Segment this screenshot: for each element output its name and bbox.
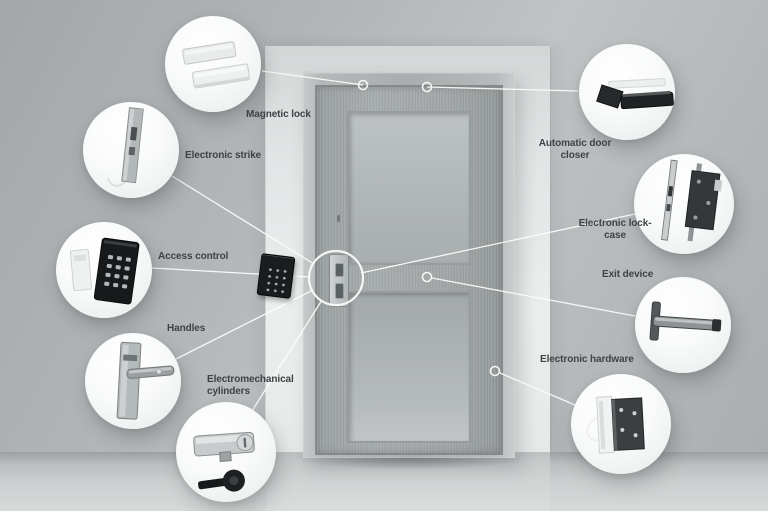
floor-highlight [266,452,550,511]
label-automatic-door-closer: Automatic door closer [538,138,612,161]
keypad-reader-icon [69,237,140,305]
door-handle-icon [116,341,175,420]
label-exit-device: Exit device [602,269,654,280]
line-door-closer [426,86,579,92]
callout-magnetic-lock [165,16,261,112]
callout-electronic-strike [83,102,179,198]
magnetic-lock-plates-icon [182,41,251,89]
line-lock-case [360,213,636,274]
wired-hinge-icon [586,395,645,454]
deadbolt-slot [335,283,344,299]
label-handles: Handles [167,323,206,334]
label-electronic-strike: Electronic strike [185,150,262,161]
lock-cylinder-key-icon [193,431,255,492]
line-exit-device [431,277,636,317]
label-magnetic-lock: Magnetic lock [246,109,311,120]
door-keyhole [337,215,340,222]
line-electronic-hardware [499,372,576,406]
callout-electronic-lock-case [634,154,734,254]
door-glass-top [347,111,471,265]
keypad-keys [263,264,289,295]
label-access-control: Access control [158,251,229,262]
callout-access-control [56,222,152,318]
door-glass-bottom [347,291,471,443]
label-electromechanical-cylinders: Electromechanical cylinders [207,374,294,397]
callout-handles [85,333,181,429]
label-electronic-hardware: Electronic hardware [540,354,634,365]
line-cylinders [251,299,323,412]
connector-ring-top-right [421,81,433,93]
connector-ring-top-left [357,79,369,91]
door-frame [303,71,515,458]
label-electronic-lock-case: Electronic lock-case [578,218,652,241]
connector-ring-mid-rail [421,271,433,283]
callout-automatic-door-closer [579,44,675,140]
push-bar-icon [649,301,722,341]
mortise-lock-icon [661,159,723,242]
callout-electromechanical-cylinders [176,402,276,502]
lock-area-hub-ring [307,249,365,307]
wall-keypad [256,253,296,299]
latch-slot [335,263,344,277]
line-handles [175,289,314,360]
door-leaf [317,87,501,453]
door-closer-icon [596,78,674,110]
strike-plate-icon [107,107,144,187]
line-magnetic-lock [261,70,364,86]
connector-ring-hinge [489,365,501,377]
callout-electronic-hardware [571,374,671,474]
door-lock-faceplate [329,254,349,307]
line-electronic-strike [171,175,315,265]
callout-exit-device [635,277,731,373]
